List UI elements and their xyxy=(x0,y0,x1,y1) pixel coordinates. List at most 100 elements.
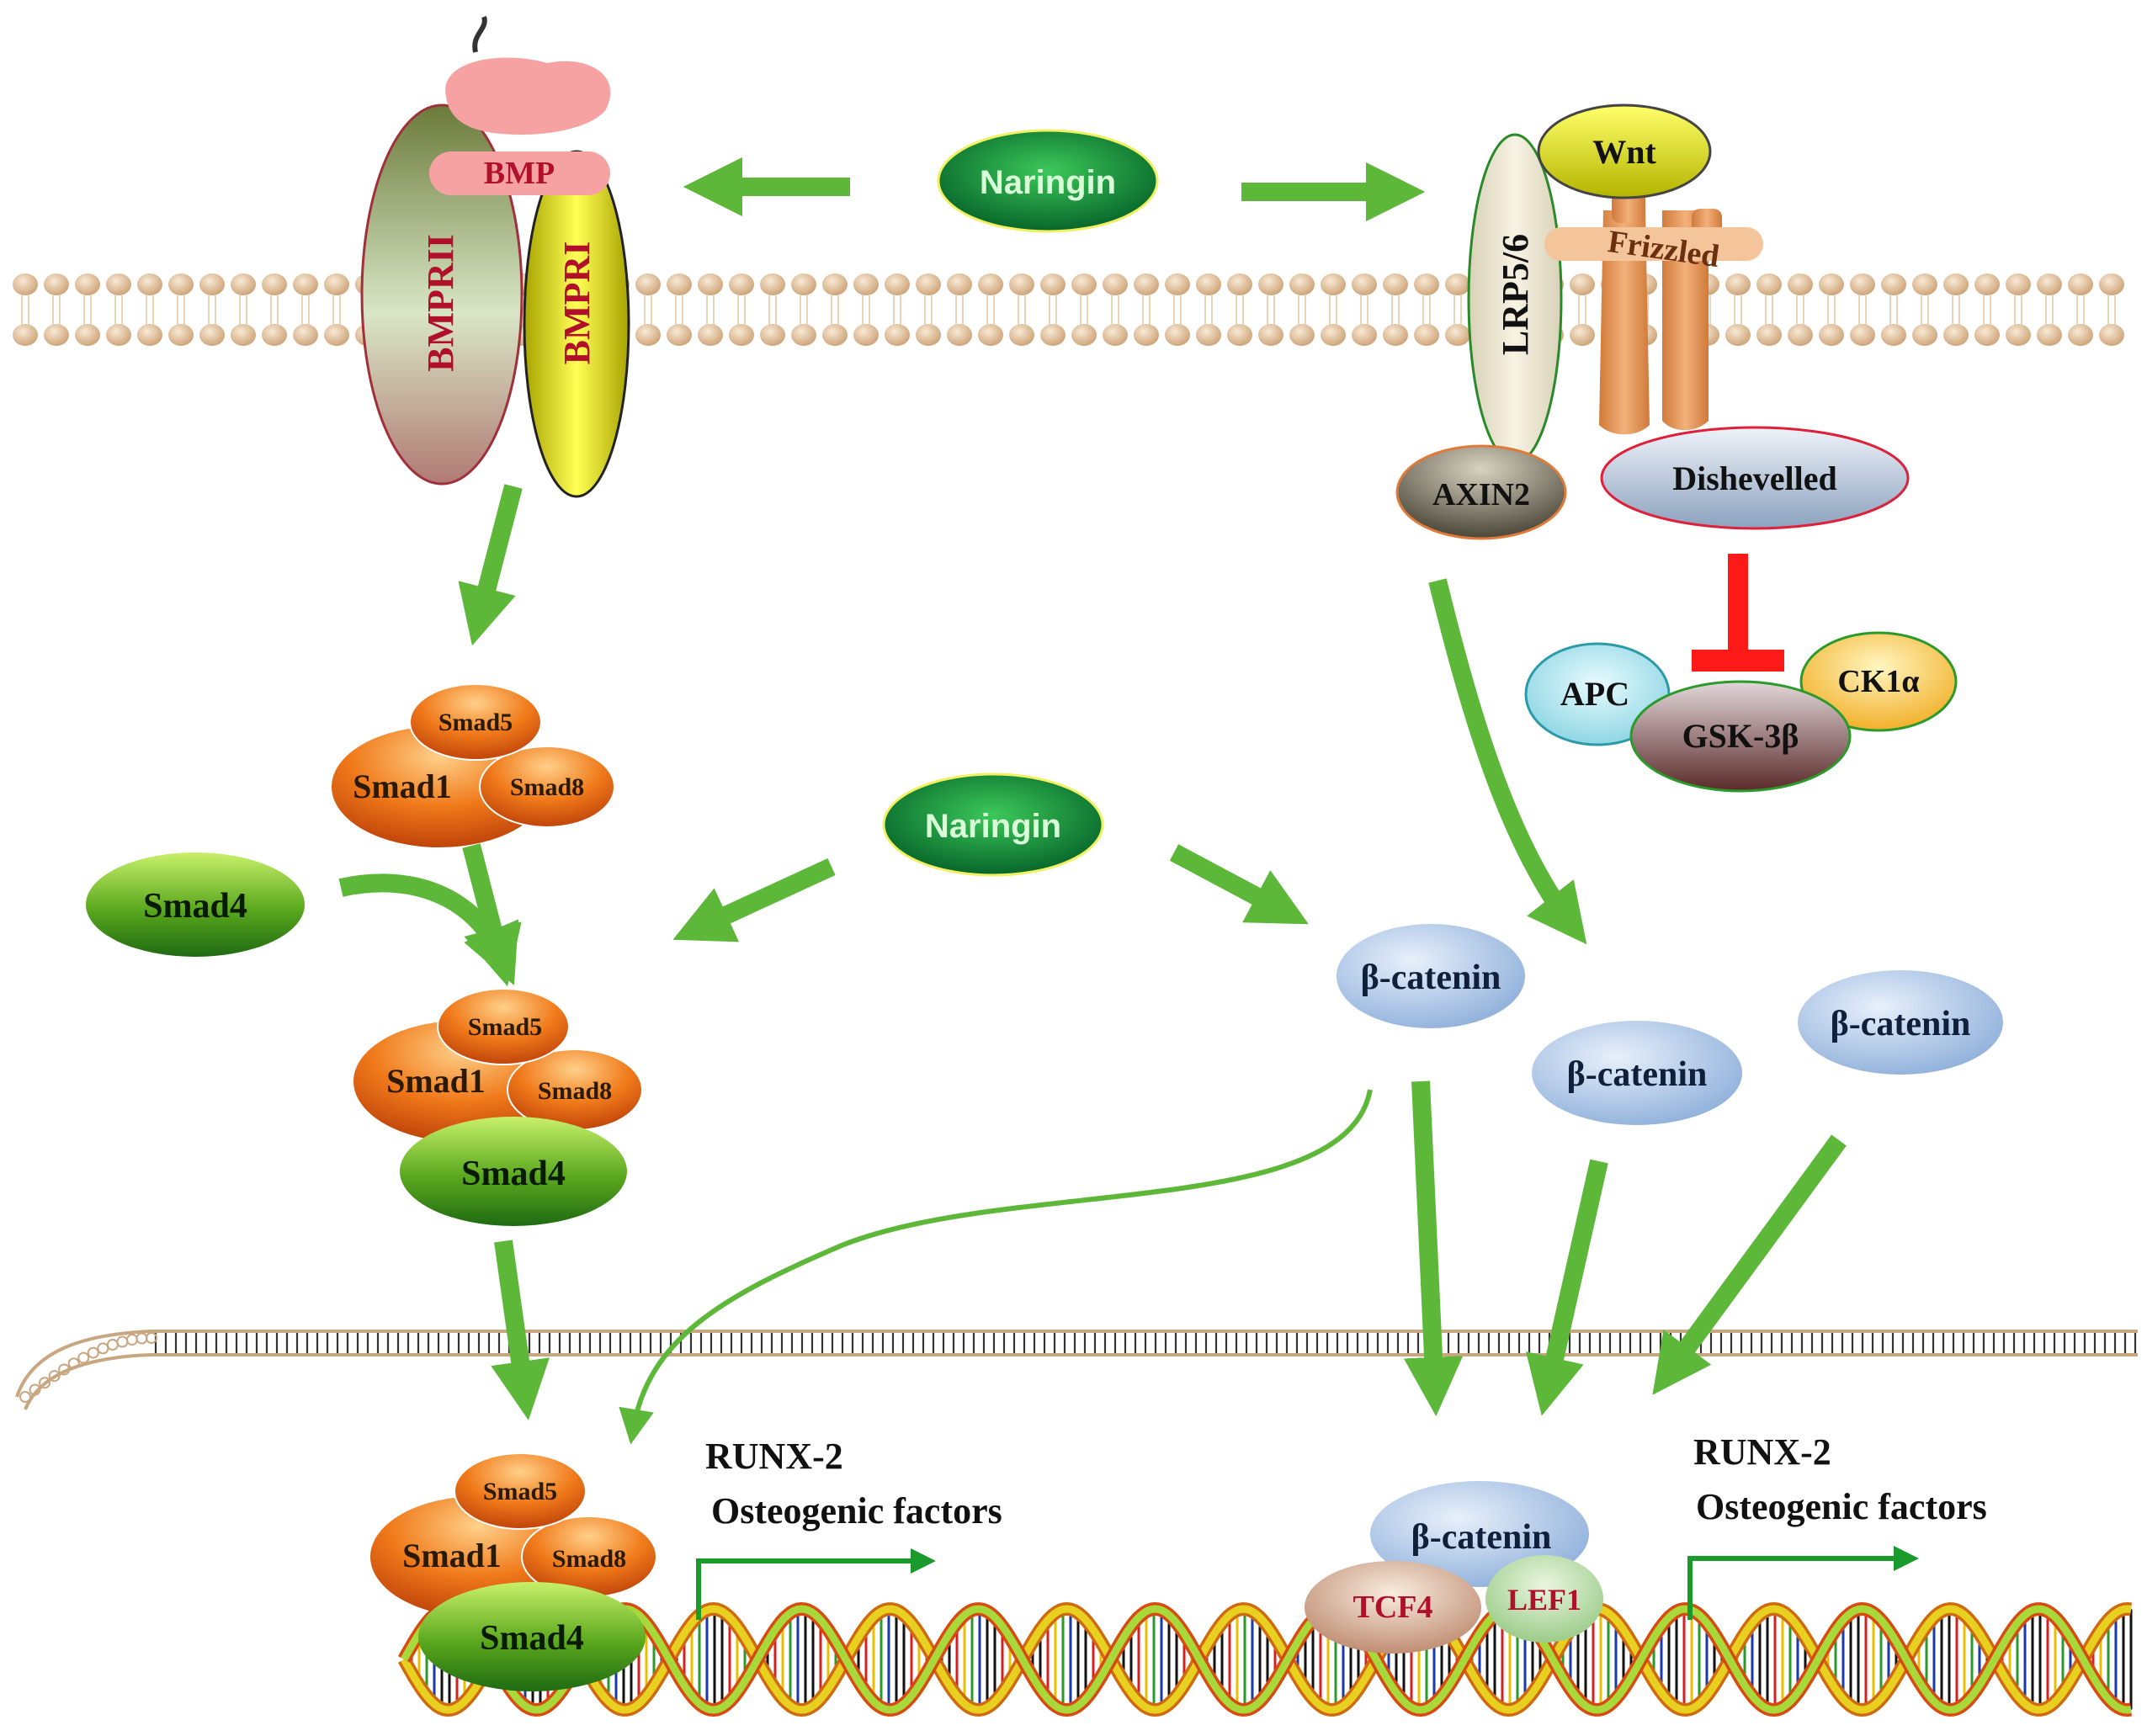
bmp-ligand xyxy=(445,57,611,135)
smad5-3 xyxy=(454,1452,587,1530)
lipid-head xyxy=(2006,324,2031,346)
lipid-head xyxy=(2099,324,2124,346)
nuclear-lipid-head xyxy=(39,1377,51,1389)
lipid-head xyxy=(1819,324,1844,346)
lipid-head xyxy=(1165,273,1190,295)
lef1-label: LEF1 xyxy=(1507,1583,1581,1617)
naringin-top: Naringin xyxy=(937,129,1159,233)
right-promoter-arrow xyxy=(1687,1546,1919,1620)
right-target-genes: RUNX-2 Osteogenic factors xyxy=(1687,1431,1987,1620)
smad5-1-label: Smad5 xyxy=(438,709,513,736)
lipid-head xyxy=(916,324,941,346)
arrow-catenin-1-to-tcf xyxy=(1403,1080,1464,1417)
lipid-head xyxy=(231,273,256,295)
lipid-head xyxy=(978,273,1003,295)
smad8-2-label: Smad8 xyxy=(538,1077,612,1105)
nuclear-lipid-head xyxy=(97,1342,109,1355)
beta-catenin-2-label: β-catenin xyxy=(1567,1055,1708,1094)
lipid-head xyxy=(822,273,848,295)
lipid-head xyxy=(1040,273,1066,295)
lipid-head xyxy=(2037,324,2062,346)
lef1 xyxy=(1485,1555,1603,1643)
lipid-head xyxy=(2006,273,2031,295)
dna-strand-b xyxy=(401,1605,2132,1714)
smad5-3-label: Smad5 xyxy=(483,1478,557,1505)
wnt-label: Wnt xyxy=(1592,133,1656,171)
tcf4-label: TCF4 xyxy=(1353,1590,1433,1625)
lipid-head xyxy=(947,324,972,346)
gsk3b-label: GSK-3β xyxy=(1682,717,1799,755)
smad4-free-label: Smad4 xyxy=(143,887,247,926)
dishevelled xyxy=(1600,426,1910,530)
lipid-head xyxy=(1289,324,1315,346)
nuclear-lipid-head xyxy=(67,1357,80,1370)
lipid-head xyxy=(1414,324,1439,346)
nuclear-lipid-head xyxy=(77,1351,90,1364)
bmp-ligand-tail xyxy=(472,16,487,53)
lipid-head xyxy=(729,273,754,295)
lipid-head xyxy=(760,273,785,295)
lipid-head xyxy=(853,273,879,295)
lipid-head xyxy=(13,273,38,295)
frizzled-band xyxy=(1544,227,1763,261)
lipid-head xyxy=(1196,324,1221,346)
nuclear-membrane-outer xyxy=(15,1330,2138,1398)
lipid-head xyxy=(1258,324,1283,346)
arrows xyxy=(338,157,1847,1445)
lipid-head xyxy=(262,273,287,295)
smad-complex-cytoplasm: Smad5 Smad1 Smad8 Smad4 xyxy=(353,988,643,1226)
lipid-head xyxy=(1819,273,1844,295)
arrow-wnt-to-catenin xyxy=(1428,578,1587,945)
axin2-label: AXIN2 xyxy=(1432,477,1530,512)
nuclear-membrane-inner xyxy=(24,1353,2138,1410)
beta-catenin-3: β-catenin xyxy=(1798,970,2003,1075)
frizzled-right-leg xyxy=(1662,210,1709,431)
lipid-head xyxy=(635,273,661,295)
ck1a xyxy=(1799,631,1958,732)
lrp56-label: LRP5/6 xyxy=(1495,234,1536,355)
beta-catenin-3-label: β-catenin xyxy=(1831,1005,1971,1043)
smad8-3-label: Smad8 xyxy=(552,1545,626,1573)
lipid-head xyxy=(293,324,318,346)
nuclear-lipid-head xyxy=(125,1334,138,1346)
lipid-head xyxy=(698,324,723,346)
lipid-head xyxy=(791,324,816,346)
lipid-head xyxy=(1071,324,1097,346)
left-promoter-arrow xyxy=(696,1548,936,1620)
lipid-head xyxy=(853,324,879,346)
lipid-head xyxy=(1134,273,1159,295)
lipid-head xyxy=(1103,273,1128,295)
inhibition-symbol xyxy=(1692,554,1784,672)
nuclear-lipid-head xyxy=(106,1339,119,1351)
arrow-naringin-to-catenin xyxy=(1169,844,1309,925)
lipid-head xyxy=(2068,324,2093,346)
lipid-head xyxy=(44,273,69,295)
lipid-head xyxy=(324,273,349,295)
lipid-head xyxy=(947,273,972,295)
lipid-head xyxy=(1943,324,1969,346)
wnt-receptor-complex: LRP5/6 Frizzled Wnt AXIN2 Dishevelled xyxy=(1395,104,1910,540)
smad8-1 xyxy=(479,746,615,828)
lipid-head xyxy=(2037,273,2062,295)
lipid-head xyxy=(1756,273,1782,295)
lipid-head xyxy=(168,273,194,295)
lipid-head xyxy=(1570,273,1595,295)
lipid-head xyxy=(1321,324,1346,346)
smad-complex-nucleus: Smad5 Smad1 Smad8 Smad4 xyxy=(370,1452,657,1691)
left-runx2-label: RUNX-2 xyxy=(705,1436,843,1477)
left-osteogenic-label: Osteogenic factors xyxy=(711,1490,1002,1532)
arrow-catenin-3-to-tcf xyxy=(1652,1134,1847,1395)
smad1-2-label: Smad1 xyxy=(386,1062,486,1100)
lipid-head xyxy=(1912,324,1937,346)
lipid-head xyxy=(2099,273,2124,295)
lipid-head xyxy=(978,324,1003,346)
arrow-smad-complex-to-nucleus xyxy=(491,1240,550,1420)
apc-label: APC xyxy=(1560,675,1629,713)
lipid-head xyxy=(1227,273,1252,295)
lipid-head xyxy=(1850,273,1875,295)
lipid-head xyxy=(885,324,910,346)
lipid-head xyxy=(667,273,692,295)
lipid-head xyxy=(1352,273,1377,295)
lipid-head xyxy=(698,273,723,295)
lipid-head xyxy=(231,324,256,346)
